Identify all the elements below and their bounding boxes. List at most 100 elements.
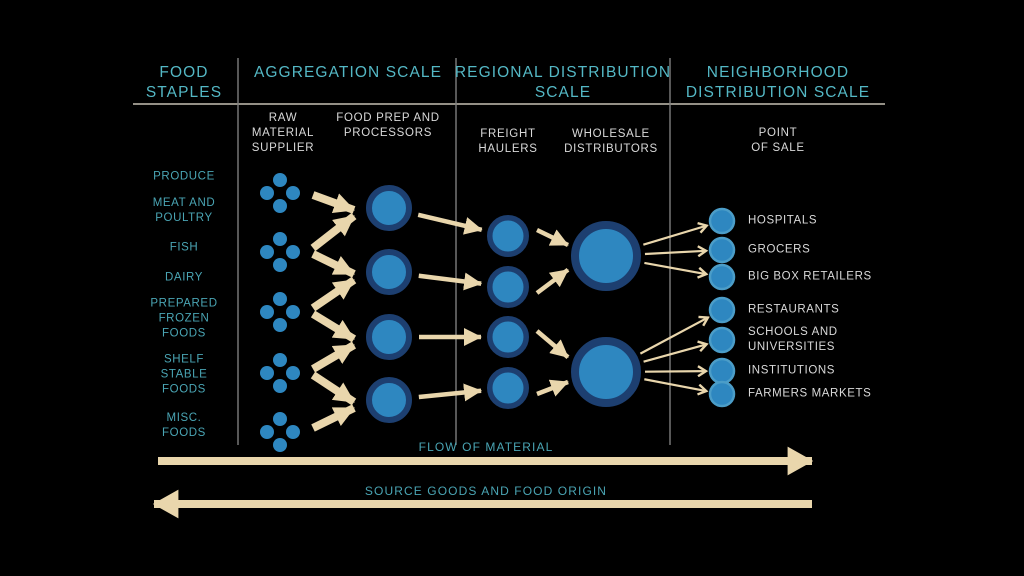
label-line: INSTITUTIONS bbox=[748, 364, 836, 377]
header-line: NEIGHBORHOOD bbox=[706, 64, 850, 81]
pos-label-restaurants: RESTAURANTS bbox=[748, 303, 839, 318]
label-line: PRODUCE bbox=[153, 170, 215, 183]
freight-hauler-node bbox=[487, 367, 529, 409]
header-line: STAPLES bbox=[145, 84, 223, 101]
subheader-raw-material-supplier: RAW MATERIAL SUPPLIER bbox=[252, 111, 314, 156]
label-line: MEAT AND bbox=[152, 197, 216, 209]
wholesale-distributor-node bbox=[571, 337, 641, 407]
arrow-processor-to-hauler bbox=[417, 212, 483, 235]
staple-label-fish: FISH bbox=[170, 241, 199, 256]
label-line: DAIRY bbox=[165, 271, 203, 284]
supplier-dot bbox=[260, 366, 274, 380]
subheader-line: POINT bbox=[758, 127, 798, 139]
staple-label-misc-foods: MISC.FOODS bbox=[162, 411, 206, 441]
supplier-dot bbox=[286, 186, 300, 200]
processor-node bbox=[366, 377, 412, 423]
freight-hauler-node bbox=[487, 316, 529, 358]
subheader-line: RAW bbox=[268, 112, 298, 124]
supplier-dot-cluster bbox=[260, 292, 300, 332]
supplier-dot bbox=[286, 305, 300, 319]
subheader-line: SUPPLIER bbox=[251, 142, 315, 154]
subheader-line: FOOD PREP AND bbox=[336, 112, 440, 124]
supplier-dot bbox=[260, 305, 274, 319]
staple-label-dairy: DAIRY bbox=[165, 271, 203, 286]
pos-label-institutions: INSTITUTIONS bbox=[748, 364, 835, 379]
pos-label-big-box-retailers: BIG BOX RETAILERS bbox=[748, 270, 872, 285]
subheader-food-prep-and-processors: FOOD PREP AND PROCESSORS bbox=[336, 111, 439, 141]
arrow-distributor-to-pos bbox=[644, 378, 706, 391]
arrow-supplier-to-processor bbox=[311, 191, 356, 214]
supplier-dot bbox=[273, 379, 287, 393]
label-line: FOODS bbox=[162, 327, 206, 340]
supplier-dot bbox=[260, 425, 274, 439]
arrow-hauler-to-distributor bbox=[535, 329, 570, 359]
column-header-aggregation-scale: AGGREGATION SCALE bbox=[254, 63, 442, 83]
subheader-freight-haulers: FREIGHT HAULERS bbox=[478, 127, 537, 157]
pos-label-hospitals: HOSPITALS bbox=[748, 214, 817, 229]
header-line: FOOD bbox=[159, 64, 209, 81]
arrow-supplier-to-processor bbox=[310, 276, 357, 312]
arrow-processor-to-hauler bbox=[418, 383, 483, 402]
label-line: SOURCE GOODS AND FOOD ORIGIN bbox=[364, 484, 608, 498]
subheader-line: PROCESSORS bbox=[343, 127, 433, 139]
label-line: FARMERS MARKETS bbox=[748, 387, 872, 400]
arrow-supplier-to-processor bbox=[311, 250, 356, 278]
column-header-neighborhood-distribution-scale: NEIGHBORHOOD DISTRIBUTION SCALE bbox=[686, 63, 870, 103]
arrow-processor-to-hauler bbox=[418, 272, 483, 291]
staple-label-produce: PRODUCE bbox=[153, 170, 215, 185]
arrow-hauler-to-distributor bbox=[536, 227, 569, 248]
pos-node-farmers-markets bbox=[708, 380, 736, 408]
label-line: FOODS bbox=[162, 383, 206, 396]
freight-hauler-node bbox=[487, 215, 529, 257]
label-line: FLOW OF MATERIAL bbox=[418, 440, 554, 454]
supplier-dot bbox=[286, 366, 300, 380]
arrow-distributor-to-pos bbox=[644, 251, 706, 254]
supplier-dot bbox=[273, 353, 287, 367]
pos-node-institutions bbox=[708, 357, 736, 385]
pos-node-hospitals bbox=[708, 207, 736, 235]
label-line: SHELF bbox=[163, 353, 205, 366]
processor-node bbox=[366, 185, 412, 231]
arrow-distributor-to-pos bbox=[644, 371, 706, 372]
processor-node bbox=[366, 249, 412, 295]
pos-label-grocers: GROCERS bbox=[748, 243, 810, 258]
supplier-dot bbox=[286, 245, 300, 259]
supplier-dot bbox=[273, 292, 287, 306]
label-line: HOSPITALS bbox=[748, 214, 818, 227]
supplier-dot bbox=[273, 438, 287, 452]
arrow-supplier-to-processor bbox=[310, 341, 357, 373]
label-line: BIG BOX RETAILERS bbox=[748, 270, 872, 283]
arrow-supplier-to-processor bbox=[310, 310, 357, 343]
pos-label-farmers-markets: FARMERS MARKETS bbox=[748, 387, 871, 402]
arrow-supplier-to-processor bbox=[311, 404, 356, 432]
supplier-dot-cluster bbox=[260, 232, 300, 272]
arrow-hauler-to-distributor bbox=[535, 267, 570, 295]
processor-node bbox=[366, 314, 412, 360]
supplier-dot bbox=[273, 173, 287, 187]
supplier-dot bbox=[260, 245, 274, 259]
header-line: REGIONAL DISTRIBUTION bbox=[454, 64, 672, 81]
header-line: SCALE bbox=[534, 84, 592, 101]
header-line: AGGREGATION SCALE bbox=[253, 64, 443, 81]
pos-node-schools-and-universities bbox=[708, 326, 736, 354]
source-goods-label: SOURCE GOODS AND FOOD ORIGIN bbox=[365, 484, 607, 498]
column-header-food-staples: FOOD STAPLES bbox=[146, 63, 222, 103]
arrow-distributor-to-pos bbox=[639, 318, 707, 355]
label-line: GROCERS bbox=[748, 243, 811, 256]
arrow-distributor-to-pos bbox=[644, 261, 706, 274]
supplier-dot bbox=[286, 425, 300, 439]
supplier-dot bbox=[273, 318, 287, 332]
arrow-hauler-to-distributor bbox=[536, 379, 569, 397]
label-line: STABLE bbox=[160, 368, 208, 381]
subheader-line: WHOLESALE bbox=[572, 128, 650, 140]
flow-of-material-label: FLOW OF MATERIAL bbox=[419, 440, 554, 454]
label-line: FISH bbox=[169, 241, 199, 254]
header-line: DISTRIBUTION SCALE bbox=[685, 84, 871, 101]
supplier-dot-cluster bbox=[260, 412, 300, 452]
subheader-wholesale-distributors: WHOLESALE DISTRIBUTORS bbox=[564, 127, 658, 157]
subheader-line: FREIGHT bbox=[480, 128, 536, 140]
staple-label-shelf-stable-foods: SHELF STABLE FOODS bbox=[161, 353, 208, 398]
